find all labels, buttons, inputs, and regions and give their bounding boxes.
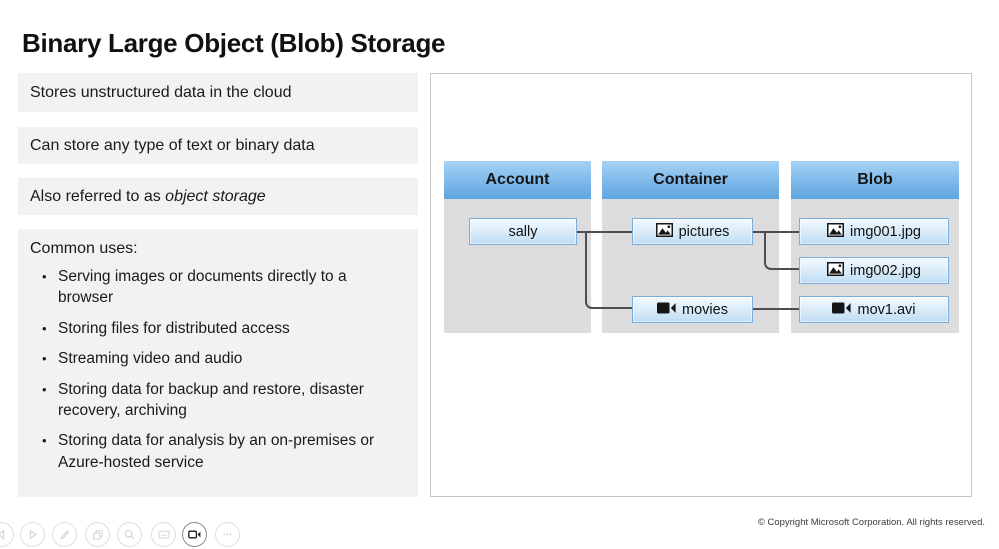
diagram-panel: Account Container Blob sally pictures im… <box>430 73 972 497</box>
list-item-text: Streaming video and audio <box>58 350 243 368</box>
more-icon[interactable] <box>215 522 240 547</box>
skip-back-icon[interactable] <box>0 522 14 547</box>
node-label: sally <box>508 223 538 240</box>
image-icon <box>655 222 673 241</box>
play-icon[interactable] <box>20 522 45 547</box>
node-sally: sally <box>469 218 577 245</box>
video-icon <box>832 302 852 318</box>
bullet-glyph: • <box>42 381 47 397</box>
page-title: Binary Large Object (Blob) Storage <box>22 28 446 58</box>
text-block-unstructured: Stores unstructured data in the cloud <box>18 73 418 112</box>
object-storage-italic: object storage <box>165 187 266 205</box>
list-item: • Serving images or documents directly t… <box>42 266 404 309</box>
film-icon[interactable] <box>85 522 110 547</box>
connector-movies-mov1 <box>753 308 799 310</box>
list-item: • Storing data for backup and restore, d… <box>42 379 404 422</box>
common-uses-block: Common uses: • Serving images or documen… <box>18 229 418 497</box>
text-block-label: Also referred to as <box>30 187 166 205</box>
pen-icon[interactable] <box>52 522 77 547</box>
bullet-glyph: • <box>42 269 47 285</box>
list-item: • Streaming video and audio <box>42 348 404 369</box>
node-img002: img002.jpg <box>799 257 949 284</box>
image-icon <box>827 222 845 241</box>
bullet-glyph: • <box>42 433 47 449</box>
captions-icon[interactable] <box>151 522 176 547</box>
node-label: movies <box>682 301 728 318</box>
container-column-header: Container <box>602 161 779 199</box>
node-img001: img001.jpg <box>799 218 949 245</box>
node-label: mov1.avi <box>857 301 916 318</box>
list-item: • Storing data for analysis by an on-pre… <box>42 430 404 473</box>
connector-sally-pictures <box>577 231 632 233</box>
list-item-text: Storing data for analysis by an on-premi… <box>58 432 375 471</box>
blob-column-header: Blob <box>791 161 959 199</box>
image-icon <box>827 261 845 280</box>
text-block-any-type: Can store any type of text or binary dat… <box>18 127 418 164</box>
list-item-text: Storing data for backup and restore, dis… <box>58 380 364 419</box>
node-label: pictures <box>678 223 730 240</box>
node-movies: movies <box>632 296 753 323</box>
bullet-glyph: • <box>42 320 47 336</box>
node-label: img001.jpg <box>850 223 921 240</box>
text-block-label: Can store any type of text or binary dat… <box>30 136 315 154</box>
node-label: img002.jpg <box>850 262 921 279</box>
list-item-text: Serving images or documents directly to … <box>58 268 347 307</box>
search-icon[interactable] <box>117 522 142 547</box>
connector-pictures-img002 <box>764 232 799 270</box>
node-mov1: mov1.avi <box>799 296 949 323</box>
list-item: • Storing files for distributed access <box>42 318 404 339</box>
copyright-text: © Copyright Microsoft Corporation. All r… <box>757 517 985 528</box>
bullet-glyph: • <box>42 351 47 367</box>
common-uses-heading: Common uses: <box>30 240 138 257</box>
account-column-header: Account <box>444 161 591 199</box>
connector-sally-movies <box>585 232 632 309</box>
camera-icon[interactable] <box>182 522 207 547</box>
node-pictures: pictures <box>632 218 753 245</box>
text-block-label: Stores unstructured data in the cloud <box>30 83 292 101</box>
connector-pictures-img001 <box>753 231 799 233</box>
text-block-object-storage: Also referred to as object storage <box>18 178 418 215</box>
video-icon <box>657 302 676 318</box>
list-item-text: Storing files for distributed access <box>58 319 290 337</box>
